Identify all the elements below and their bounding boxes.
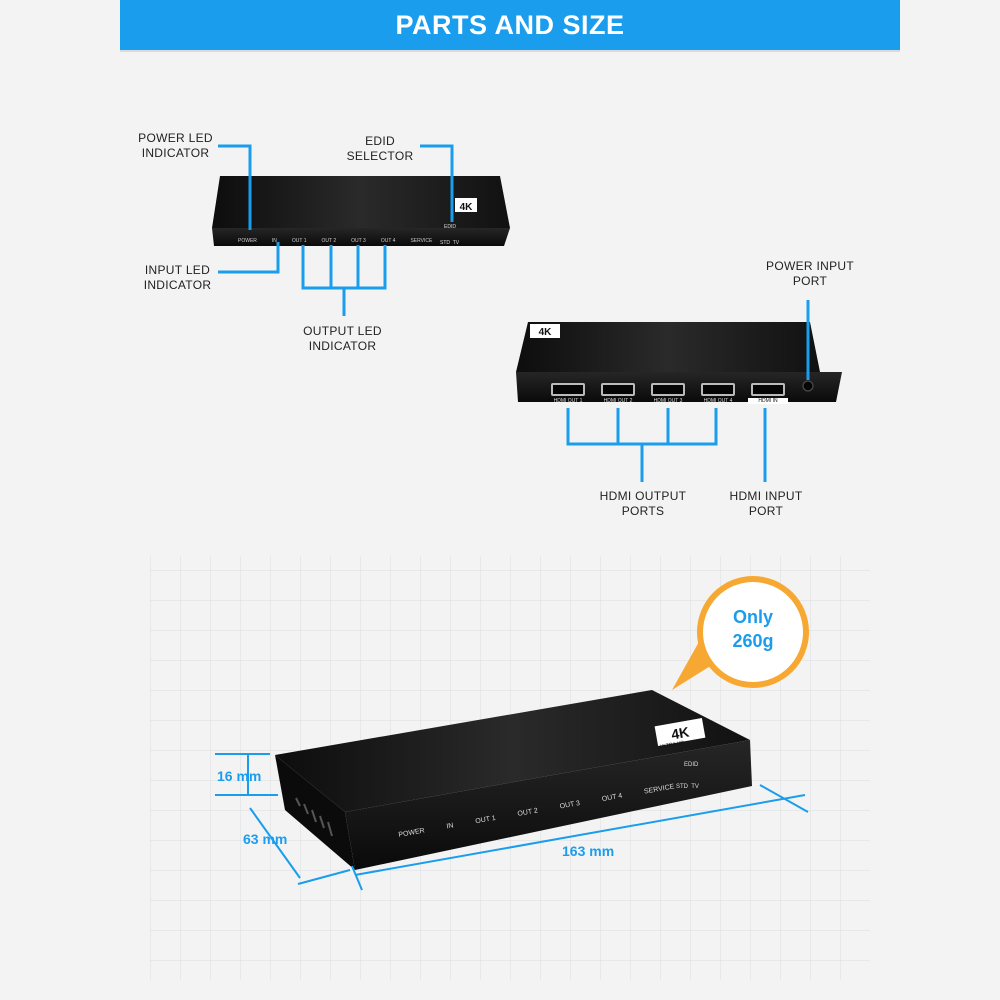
size-4k-text: 4K xyxy=(670,724,690,743)
rear-port-row: HDMI OUT 1 HDMI OUT 2 HDMI OUT 3 HDMI OU… xyxy=(548,383,788,404)
rear-4k-badge xyxy=(530,324,560,338)
weight-line2: 260g xyxy=(732,631,774,651)
front-label-out1: OUT 1 xyxy=(291,238,307,244)
hdmi-port-icon xyxy=(551,383,585,396)
port-hdmi-out-3: HDMI OUT 3 xyxy=(648,383,688,404)
front-edid-positions: STD TV xyxy=(440,240,460,246)
front-4k-badge xyxy=(455,198,477,212)
front-view-device: 4K xyxy=(212,176,510,246)
port-label: HDMI OUT 3 xyxy=(653,398,683,404)
size-edid-positions: STD TV xyxy=(676,784,699,790)
front-panel-labels: POWER IN OUT 1 OUT 2 OUT 3 OUT 4 SERVICE xyxy=(238,238,498,244)
power-input-port-label: POWER INPUT PORT xyxy=(766,259,854,288)
port-hdmi-in: HDMI IN xyxy=(748,383,788,404)
power-led-label: POWER LED INDICATOR xyxy=(138,131,213,160)
edid-selector-label: EDID SELECTOR xyxy=(346,134,414,163)
hdmi-output-ports-label: HDMI OUTPUT PORTS xyxy=(599,489,687,518)
title-divider xyxy=(120,50,900,52)
size-edid-label: EDID xyxy=(684,762,699,768)
weight-text: Only 260g xyxy=(708,605,798,653)
weight-line1: Only xyxy=(732,607,773,627)
port-label: HDMI OUT 1 xyxy=(553,398,583,404)
front-label-in: IN xyxy=(271,238,277,244)
rear-4k-text: 4K xyxy=(539,327,553,338)
port-label: HDMI OUT 2 xyxy=(603,398,633,404)
front-callout-lines xyxy=(218,144,454,316)
weight-bubble xyxy=(672,576,809,690)
dimension-lines xyxy=(215,753,809,891)
side-vents xyxy=(295,797,333,837)
input-led-label: INPUT LED INDICATOR xyxy=(143,263,212,292)
port-hdmi-out-2: HDMI OUT 2 xyxy=(598,383,638,404)
size-4k-badge xyxy=(654,717,706,747)
hdmi-port-icon xyxy=(751,383,785,396)
port-hdmi-out-4: HDMI OUT 4 xyxy=(698,383,738,404)
front-edid-label: EDID xyxy=(444,224,456,230)
output-led-label: OUTPUT LED INDICATOR xyxy=(303,324,382,353)
port-hdmi-out-1: HDMI OUT 1 xyxy=(548,383,588,404)
height-dimension: 16 mm xyxy=(217,768,262,784)
front-label-service: SERVICE xyxy=(410,238,433,244)
rear-callout-lines xyxy=(566,300,810,482)
front-label-power: POWER xyxy=(238,238,257,244)
section-title: PARTS AND SIZE xyxy=(120,0,900,50)
size-label-in: IN xyxy=(446,822,455,831)
section-title-text: PARTS AND SIZE xyxy=(395,9,625,40)
hdmi-input-port-label: HDMI INPUT PORT xyxy=(729,489,803,518)
port-label: HDMI IN xyxy=(748,398,788,404)
front-4k-text: 4K xyxy=(460,202,474,213)
size-view-device: 4K xyxy=(275,690,752,870)
front-label-out3: OUT 3 xyxy=(351,238,366,244)
port-label: HDMI OUT 4 xyxy=(703,398,733,404)
depth-dimension: 63 mm xyxy=(243,831,288,847)
front-label-out2: OUT 2 xyxy=(321,238,337,244)
hdmi-port-icon xyxy=(601,383,635,396)
power-input-jack xyxy=(802,380,814,392)
hdmi-port-icon xyxy=(651,383,685,396)
front-label-out4: OUT 4 xyxy=(380,238,396,244)
hdmi-port-icon xyxy=(701,383,735,396)
length-dimension: 163 mm xyxy=(562,843,615,859)
